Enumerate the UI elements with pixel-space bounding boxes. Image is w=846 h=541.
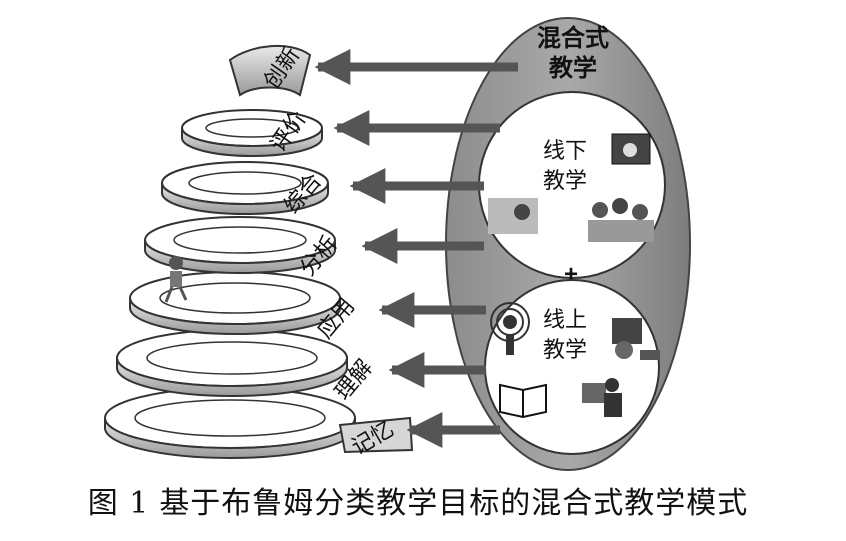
open-book-icon	[499, 383, 547, 419]
level-label-理解: 理解	[330, 355, 377, 405]
teacher-student-icon	[488, 198, 538, 234]
online-label-line1: 线上	[543, 307, 587, 332]
presentation-icon	[611, 133, 651, 165]
caption-number: 图 1	[87, 486, 150, 521]
bloom-spiral	[104, 44, 414, 459]
computer-user-icon	[612, 318, 660, 360]
offline-label-line1: 线下	[543, 138, 587, 163]
blended-label-line2: 教学	[549, 54, 597, 82]
classroom-group-icon	[588, 198, 654, 242]
walking-person-icon	[164, 256, 188, 303]
blended-label-line1: 混合式	[537, 24, 609, 52]
figure-caption: 图 1 基于布鲁姆分类教学目标的混合式教学模式	[0, 478, 846, 522]
level-arrows	[314, 49, 518, 448]
online-label-line2: 教学	[543, 337, 587, 362]
offline-label-line2: 教学	[543, 168, 587, 193]
wireless-broadcast-icon	[490, 302, 530, 355]
caption-text: 基于布鲁姆分类教学目标的混合式教学模式	[159, 486, 749, 521]
person-at-computer-icon	[582, 378, 622, 417]
level-label-应用: 应用	[312, 293, 359, 343]
